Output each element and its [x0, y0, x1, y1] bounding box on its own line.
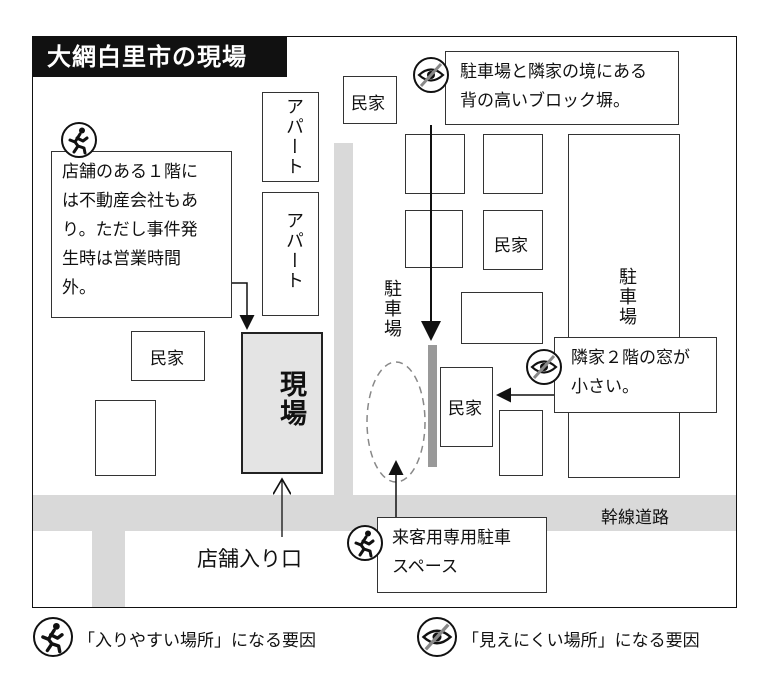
- legend-hard-to-see: 「見えにくい場所」になる要因: [462, 631, 700, 651]
- crime-scene-map: 大網白里市の現場 民家 アパート アパート 民家 現場 民家 民家 駐車場 駐車…: [32, 36, 737, 608]
- callout-store-line: 生時は営業時間: [62, 249, 181, 269]
- side-road-lower: [92, 529, 125, 607]
- callout-window-line: 隣家２階の窓が: [571, 348, 690, 368]
- callout-wall: 駐車場と隣家の境にある 背の高いブロック塀。: [445, 51, 679, 125]
- house-near-lot-label: 民家: [448, 399, 482, 419]
- house-left-label: 民家: [150, 349, 184, 369]
- house-near-lot: 民家: [440, 367, 493, 447]
- apartment-2-label: アパート: [283, 211, 304, 291]
- map-title: 大網白里市の現場: [33, 37, 287, 77]
- apartment-1-label: アパート: [283, 97, 304, 177]
- building-left-lower: [95, 400, 156, 476]
- house-left: 民家: [131, 331, 205, 381]
- house-grid-label: 民家: [494, 236, 528, 256]
- callout-store-line: は不動産会社もあ: [62, 191, 198, 211]
- running-person-icon: [347, 525, 383, 561]
- parking-right-label: 駐車場: [616, 267, 637, 327]
- callout-wall-line: 駐車場と隣家の境にある: [460, 62, 647, 82]
- building-grid-2: [483, 134, 543, 194]
- callout-store-line: り。ただし事件発: [62, 220, 198, 240]
- crime-site: 現場: [241, 332, 323, 474]
- apartment-2: アパート: [262, 192, 319, 316]
- arrow-store: [232, 282, 255, 330]
- house-top: 民家: [343, 76, 397, 124]
- apartment-1: アパート: [262, 92, 319, 182]
- callout-window: 隣家２階の窓が 小さい。: [554, 337, 717, 413]
- building-small-right: [499, 410, 543, 476]
- legend-crossed-eye-icon: [417, 617, 457, 657]
- main-road-label: 幹線道路: [601, 508, 669, 528]
- legend-enter-easy: 「入りやすい場所」になる要因: [78, 631, 316, 651]
- callout-customer-parking-line: スペース: [392, 557, 458, 577]
- building-grid-4: [461, 292, 543, 344]
- callout-store-line: 店舗のある１階に: [62, 162, 198, 182]
- building-grid-3: [405, 210, 463, 268]
- running-person-icon: [61, 122, 97, 158]
- callout-customer-parking-line: 来客用専用駐車: [392, 528, 511, 548]
- customer-parking-area: [366, 361, 426, 483]
- callout-store: 店舗のある１階に は不動産会社もあ り。ただし事件発 生時は営業時間 外。: [51, 151, 232, 318]
- parking-lot-right: 駐車場: [568, 134, 680, 478]
- block-wall: [428, 345, 437, 467]
- building-grid-1: [405, 134, 465, 194]
- callout-window-line: 小さい。: [571, 377, 639, 397]
- callout-wall-line: 背の高いブロック塀。: [460, 91, 630, 111]
- crime-site-label: 現場: [275, 370, 306, 428]
- crossed-eye-icon: [526, 349, 562, 385]
- callout-store-line: 外。: [62, 278, 96, 298]
- store-entrance-label: 店舗入り口: [197, 547, 302, 571]
- house-grid: 民家: [483, 210, 543, 270]
- legend-running-person-icon: [33, 617, 73, 657]
- side-road-vertical: [334, 143, 353, 498]
- callout-customer-parking: 来客用専用駐車 スペース: [377, 517, 547, 593]
- crossed-eye-icon: [413, 57, 449, 93]
- parking-left-label: 駐車場: [381, 279, 402, 339]
- house-top-label: 民家: [351, 94, 385, 114]
